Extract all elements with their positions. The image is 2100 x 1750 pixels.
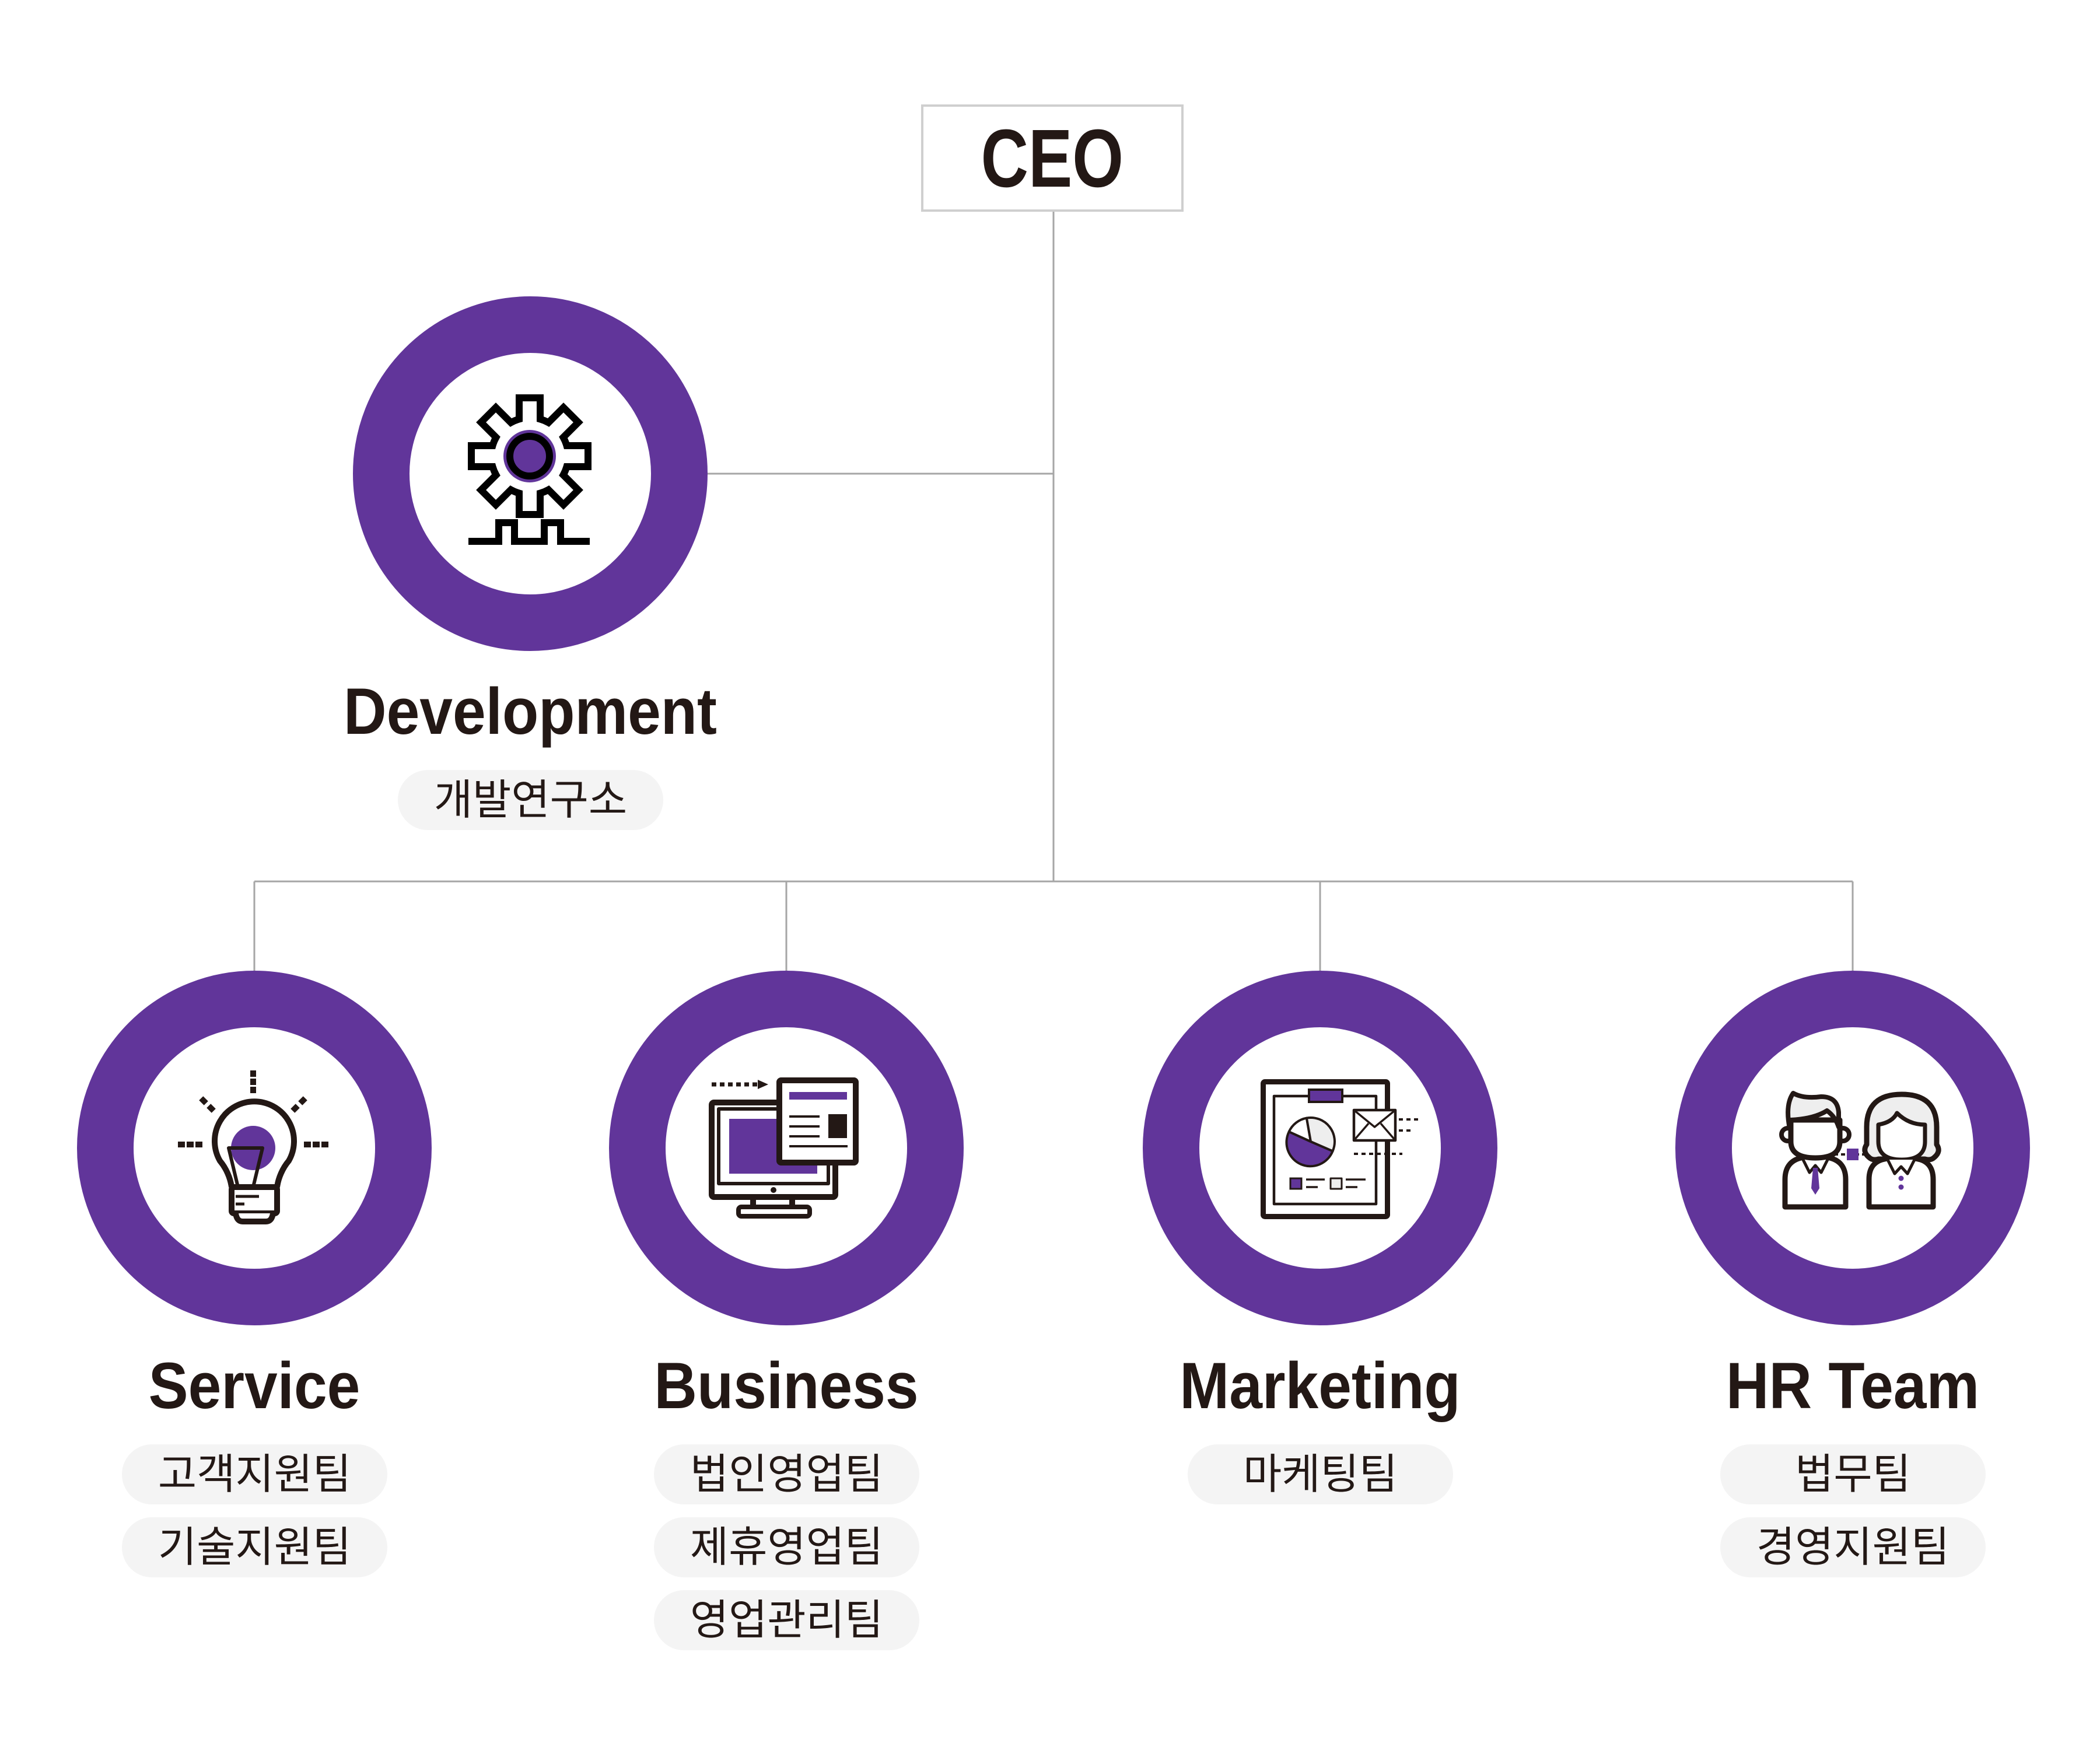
report-chart-icon <box>1261 1079 1421 1219</box>
gear-icon <box>468 394 592 547</box>
service-team-pill: 고객지원팀 <box>122 1444 387 1504</box>
hr-team-pill: 경영지원팀 <box>1720 1517 1986 1577</box>
lightbulb-icon <box>177 1070 329 1224</box>
business-team-pill: 법인영업팀 <box>654 1444 919 1504</box>
business-title: Business <box>654 1349 919 1422</box>
hr-team-pill: 법무팀 <box>1720 1444 1986 1504</box>
marketing-team-pill: 마케팅팀 <box>1188 1444 1453 1504</box>
ceo-box: CEO <box>921 104 1184 212</box>
marketing-title: Marketing <box>1180 1349 1461 1422</box>
business-team-pill: 영업관리팀 <box>654 1590 919 1650</box>
business-team-pill: 제휴영업팀 <box>654 1517 919 1577</box>
development-title: Development <box>344 675 717 748</box>
monitor-document-icon <box>709 1077 860 1220</box>
development-team-pill: 개발연구소 <box>398 770 663 830</box>
service-title: Service <box>148 1349 360 1422</box>
people-icon <box>1779 1086 1941 1212</box>
hr-team-title: HR Team <box>1726 1349 1980 1422</box>
service-team-pill: 기술지원팀 <box>122 1517 387 1577</box>
ceo-label: CEO <box>981 111 1124 204</box>
